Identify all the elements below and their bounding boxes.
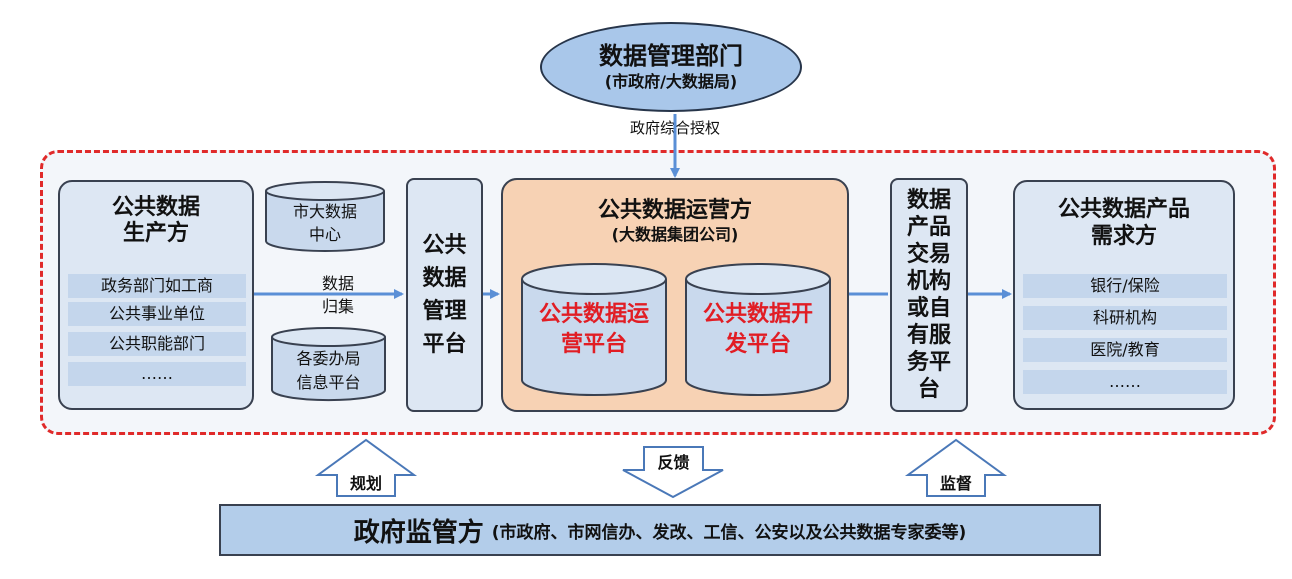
trade-line: 产品	[906, 215, 951, 240]
city-data-center-cylinder: 市大数据 中心	[264, 180, 386, 253]
platform-line: 公共	[422, 233, 467, 258]
data-product-trade-platform: 数据 产品 交易 机构 或自 有服 务平 台	[890, 178, 968, 412]
platform-line: 管理	[422, 299, 467, 324]
data-center-line2: 中心	[308, 225, 341, 244]
producer-item: 公共职能部门	[68, 332, 246, 356]
trade-line: 或自	[906, 296, 951, 321]
platform-line: 平台	[422, 332, 467, 357]
producer-title-line1: 公共数据	[111, 195, 200, 220]
committee-platform-line2: 信息平台	[296, 373, 361, 392]
collect-label-line2: 归集	[321, 297, 354, 316]
operator-subtitle: (大数据集团公司)	[611, 225, 739, 244]
platform-line: 数据	[422, 266, 467, 291]
demand-item: ……	[1023, 370, 1227, 394]
operator-title: 公共数据运营方	[597, 198, 752, 223]
management-subtitle: (市政府/大数据局)	[604, 72, 738, 91]
demand-title-line2: 需求方	[1090, 224, 1157, 249]
public-data-operator: 公共数据运营方 (大数据集团公司) 公共数据运 营平台 公共数据开 发平台	[501, 178, 849, 412]
feedback-arrow-icon	[622, 446, 724, 499]
producer-title-line2: 生产方	[122, 221, 189, 246]
producer-item: 公共事业单位	[68, 302, 246, 326]
trade-line: 有服	[906, 323, 951, 348]
collect-label-line1: 数据	[321, 274, 354, 293]
demand-title: 公共数据产品 需求方	[1015, 196, 1233, 250]
dev-platform-line1: 公共数据开	[702, 302, 813, 327]
public-data-product-demand: 公共数据产品 需求方 银行/保险 科研机构 医院/教育 ……	[1013, 180, 1235, 410]
operations-platform-cylinder: 公共数据运 营平台	[520, 262, 668, 398]
committee-platform-line1: 各委办局	[296, 349, 361, 368]
feedback-label: 反馈	[657, 453, 690, 472]
trade-line: 台	[917, 377, 940, 402]
demand-item: 科研机构	[1023, 306, 1227, 330]
trade-line: 交易	[906, 242, 951, 267]
public-data-producer: 公共数据 生产方 政务部门如工商 公共事业单位 公共职能部门 ……	[58, 180, 254, 410]
demand-item: 银行/保险	[1023, 274, 1227, 298]
data-center-line1: 市大数据	[292, 202, 357, 221]
committee-info-platform-cylinder: 各委办局 信息平台	[270, 326, 387, 402]
regulator-detail: (市政府、市网信办、发改、工信、公安以及公共数据专家委等)	[491, 522, 967, 543]
public-data-management-platform: 公共 数据 管理 平台	[406, 178, 483, 412]
government-regulator: 政府监管方 (市政府、市网信办、发改、工信、公安以及公共数据专家委等)	[219, 504, 1101, 556]
dev-platform-line2: 发平台	[724, 332, 791, 357]
data-collection-label: 数据 归集	[318, 270, 358, 320]
regulator-title: 政府监管方	[353, 517, 484, 548]
development-platform-cylinder: 公共数据开 发平台	[684, 262, 832, 398]
demand-item: 医院/教育	[1023, 338, 1227, 362]
producer-title: 公共数据 生产方	[60, 195, 252, 246]
ops-platform-line1: 公共数据运	[538, 302, 649, 327]
data-center-label: 市大数据 中心	[264, 200, 386, 246]
plan-arrow-icon	[314, 438, 418, 497]
management-title: 数据管理部门	[599, 42, 743, 70]
data-management-department: 数据管理部门 (市政府/大数据局)	[540, 22, 802, 112]
trade-line: 机构	[906, 269, 951, 294]
operations-platform-label: 公共数据运 营平台	[520, 298, 668, 362]
producer-item: 政务部门如工商	[68, 274, 246, 298]
development-platform-label: 公共数据开 发平台	[684, 298, 832, 362]
trade-line: 数据	[906, 188, 951, 213]
supervise-label: 监督	[939, 474, 972, 493]
supervise-arrow-icon	[904, 438, 1008, 497]
ops-platform-line2: 营平台	[560, 332, 627, 357]
committee-platform-label: 各委办局 信息平台	[270, 346, 387, 396]
demand-title-line1: 公共数据产品	[1057, 197, 1190, 222]
plan-label: 规划	[349, 474, 382, 493]
trade-line: 务平	[906, 350, 951, 375]
producer-item: ……	[68, 362, 246, 386]
